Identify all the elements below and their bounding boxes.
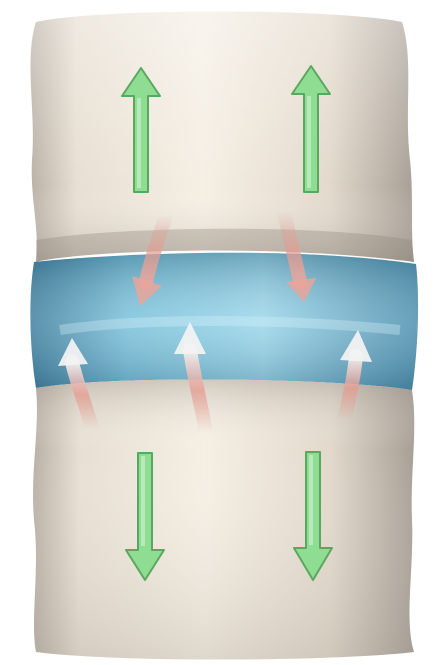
upper-vertebra xyxy=(31,12,414,263)
